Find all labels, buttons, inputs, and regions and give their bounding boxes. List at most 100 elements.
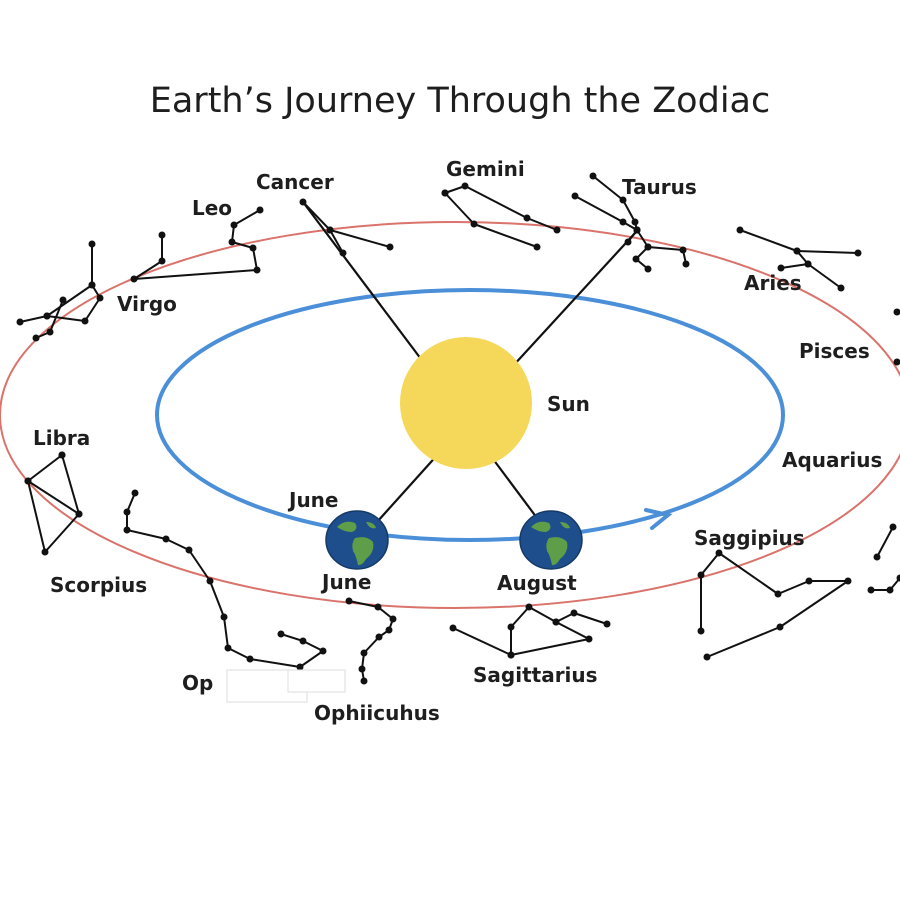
star: [41, 548, 49, 556]
star: [299, 198, 307, 206]
star: [804, 260, 812, 268]
star: [75, 510, 83, 518]
star: [682, 260, 690, 268]
label-pisces: Pisces: [799, 339, 870, 363]
sight-lines: [302, 201, 637, 523]
star: [386, 243, 394, 251]
earth-orbit: [155, 288, 785, 542]
earth-june-top-label: June: [287, 488, 338, 512]
star: [230, 221, 238, 229]
label-taurus: Taurus: [622, 175, 697, 199]
constellation-far-right: [867, 523, 900, 594]
star: [736, 226, 744, 234]
star: [893, 308, 900, 316]
earth-june-label: June: [320, 570, 371, 594]
star: [619, 196, 627, 204]
star: [873, 553, 881, 561]
star: [32, 334, 40, 342]
label-saggipius: Saggipius: [694, 526, 805, 550]
star: [631, 218, 639, 226]
star: [296, 663, 304, 671]
constellation-gemini: [441, 182, 561, 251]
star: [589, 172, 597, 180]
constellations: [16, 172, 900, 685]
star: [123, 526, 131, 534]
constellation-line: [348, 600, 394, 682]
label-cancer: Cancer: [256, 170, 334, 194]
star: [553, 226, 561, 234]
star: [256, 206, 264, 214]
partial-label: Op: [182, 671, 213, 695]
star: [896, 574, 900, 582]
star: [441, 189, 449, 197]
earth-august: [519, 510, 583, 570]
star: [158, 231, 166, 239]
star: [345, 597, 353, 605]
constellation-ophiuchus: [345, 597, 397, 685]
constellation-line: [574, 195, 638, 231]
label-virgo: Virgo: [117, 292, 177, 316]
label-ophiuchus: Ophiicuhus: [314, 701, 440, 725]
star: [326, 226, 334, 234]
star: [43, 312, 51, 320]
star: [246, 655, 254, 663]
constellation-line: [452, 606, 590, 656]
star: [644, 243, 652, 251]
label-aquarius: Aquarius: [782, 448, 882, 472]
constellation-line: [19, 244, 93, 323]
constellation-leo: [130, 206, 264, 283]
star: [299, 637, 307, 645]
constellation-line: [555, 612, 608, 625]
star: [507, 651, 515, 659]
constellation-line: [876, 526, 894, 558]
star: [533, 243, 541, 251]
star: [632, 255, 640, 263]
star: [249, 244, 257, 252]
star: [358, 665, 366, 673]
star: [158, 257, 166, 265]
star: [360, 677, 368, 685]
star: [854, 249, 862, 257]
star: [624, 238, 632, 246]
constellation-line: [807, 263, 842, 289]
star: [619, 218, 627, 226]
star: [523, 214, 531, 222]
sun-label: Sun: [547, 392, 590, 416]
star: [224, 644, 232, 652]
constellation-line: [700, 552, 849, 658]
star: [375, 633, 383, 641]
constellation-line: [27, 480, 80, 515]
earth-august-label: August: [497, 571, 577, 595]
constellation-aries: [736, 226, 862, 292]
star: [644, 265, 652, 273]
constellation-cancer: [299, 198, 394, 257]
star: [162, 535, 170, 543]
star: [16, 318, 24, 326]
star: [805, 577, 813, 585]
star: [123, 508, 131, 516]
star: [603, 620, 611, 628]
diagram-title: Earth’s Journey Through the Zodiac: [150, 81, 770, 121]
star: [319, 647, 327, 655]
star: [228, 238, 236, 246]
constellation-line: [871, 577, 900, 591]
constellation-line: [592, 175, 638, 231]
star: [585, 635, 593, 643]
star: [570, 609, 578, 617]
constellation-line: [46, 284, 101, 322]
constellation-line: [329, 229, 344, 254]
star: [697, 627, 705, 635]
star: [88, 240, 96, 248]
star: [385, 626, 393, 634]
star: [552, 618, 560, 626]
star: [715, 549, 723, 557]
label-gemini: Gemini: [446, 157, 525, 181]
constellation-line: [27, 454, 80, 553]
star: [697, 571, 705, 579]
star: [253, 266, 261, 274]
star: [886, 586, 894, 594]
constellation-taurus: [571, 172, 690, 273]
label-scorpius: Scorpius: [50, 573, 147, 597]
label-sagittarius: Sagittarius: [473, 663, 598, 687]
star: [185, 546, 193, 554]
